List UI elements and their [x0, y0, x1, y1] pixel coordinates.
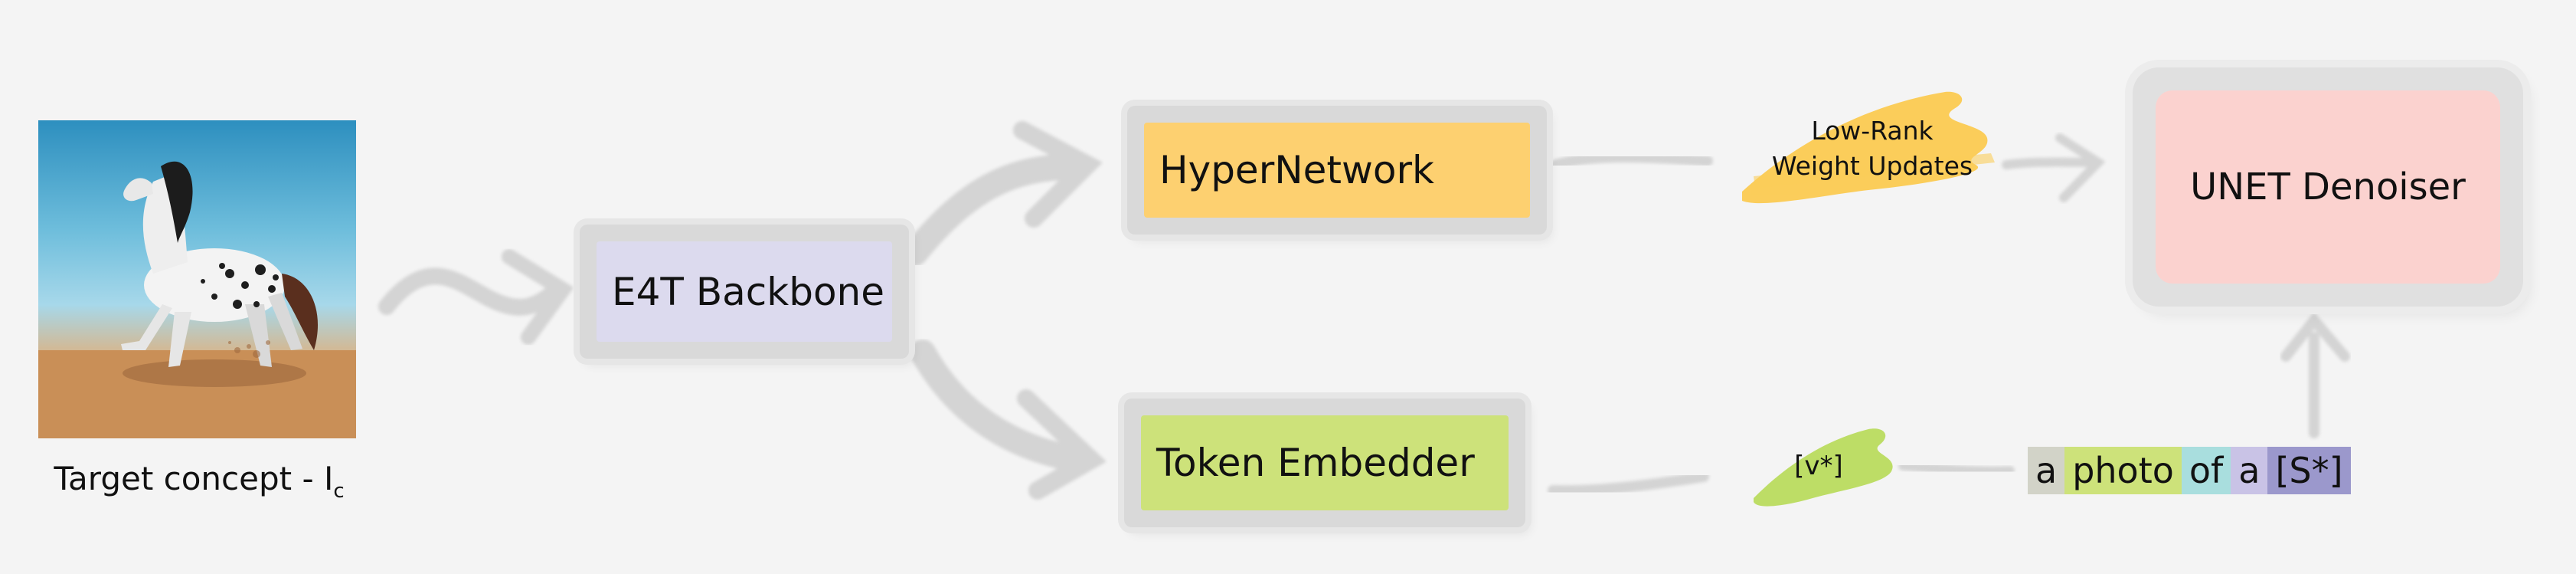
target-concept-image — [38, 120, 356, 438]
e4t-backbone-block: E4T Backbone — [580, 225, 909, 359]
prompt-token: photo — [2064, 447, 2182, 494]
e4t-backbone-label: E4T Backbone — [597, 241, 892, 342]
unet-denoiser-block: UNET Denoiser — [2133, 67, 2523, 307]
token-embedder-label: Token Embedder — [1141, 415, 1509, 510]
arrow-backbone-to-hypernetwork — [902, 121, 1103, 266]
caption-subscript: c — [333, 480, 345, 503]
prompt-token: a — [2028, 447, 2065, 494]
image-caption: Target concept - Ic — [31, 460, 368, 503]
hypernetwork-block: HyperNetwork — [1127, 106, 1547, 235]
v-star-brush-stroke — [1754, 428, 1893, 507]
line-hypernetwork-to-lowrank — [1551, 152, 1713, 170]
prompt-token: of — [2181, 447, 2231, 494]
prompt-token: a — [2231, 447, 2268, 494]
horse-illustration — [38, 161, 356, 438]
hypernetwork-label: HyperNetwork — [1144, 123, 1530, 218]
low-rank-annotation: Low-Rank Weight Updates — [1761, 113, 1983, 184]
unet-denoiser-label: UNET Denoiser — [2156, 90, 2500, 284]
token-embedder-block: Token Embedder — [1124, 399, 1525, 527]
arrow-prompt-to-unet — [2280, 311, 2350, 438]
arrow-backbone-to-token-embedder — [910, 339, 1107, 500]
line-vstar-to-prompt — [1898, 461, 2015, 476]
low-rank-line1: Low-Rank — [1811, 116, 1934, 146]
low-rank-line2: Weight Updates — [1771, 151, 1973, 181]
arrow-lowrank-to-unet — [2002, 133, 2106, 202]
v-star-annotation: [v*] — [1794, 451, 1843, 481]
arrow-image-to-backbone — [378, 249, 574, 345]
low-rank-brush-stroke — [1742, 91, 1995, 204]
line-token-to-vstar — [1548, 471, 1709, 497]
prompt-token: [S*] — [2267, 447, 2351, 494]
caption-text: Target concept - I — [54, 460, 334, 497]
